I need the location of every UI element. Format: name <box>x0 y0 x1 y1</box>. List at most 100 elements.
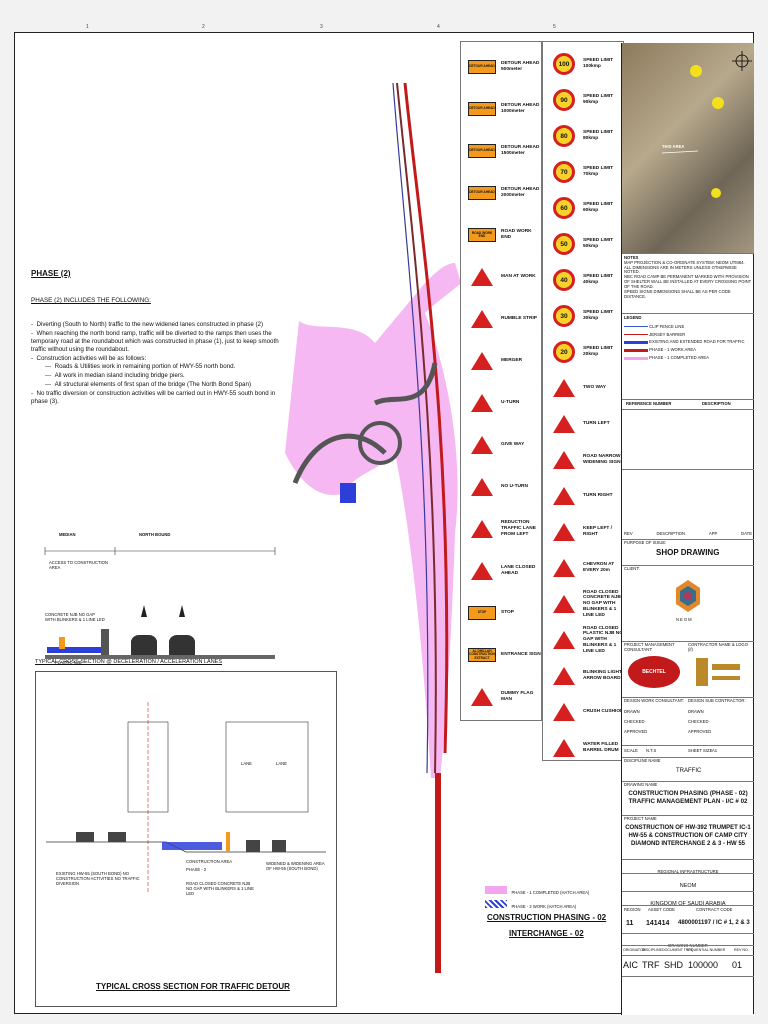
traffic-sign-icon <box>549 703 579 721</box>
speed-limit-sign-icon: 80 <box>549 125 579 147</box>
ruler-4: 4 <box>437 24 440 30</box>
barrier-label: CONCRETE NJB NO GAP WITH BLINKERS & 1 LI… <box>45 612 105 622</box>
sign-label: DETOUR AHEAD 2000meter <box>501 187 540 198</box>
north-bound-label: NORTH BOUND <box>139 532 171 537</box>
traffic-sign-icon <box>549 379 579 397</box>
sign-row-right: 20 SPEED LIMIT 20kmp <box>543 334 625 370</box>
sign-label: BLINKING LIGHT ARROW BOARD <box>583 670 622 681</box>
warning-board-icon: STOP <box>467 606 497 620</box>
sign-row-right: 50 SPEED LIMIT 50kmp <box>543 226 625 262</box>
traffic-sign-icon <box>549 487 579 505</box>
sign-label: DUMMY FLAG MAN <box>501 691 534 702</box>
phase-item: --- Roads & Utilities work in remaining … <box>45 363 236 371</box>
client-section: CLIENT: NEOM <box>622 565 754 641</box>
discipline-row: DISCIPLINE NAME TRAFFIC <box>622 757 754 781</box>
sign-row-right: TURN LEFT <box>543 406 625 442</box>
project-line-2: HW-55 & CONSTRUCTION OF CAMP CITY <box>628 833 748 840</box>
phase-item: - When reaching the north bond ramp, tra… <box>31 329 279 354</box>
traffic-sign-icon <box>549 451 579 469</box>
phase-item: - Diverting (South to North) traffic to … <box>31 321 264 328</box>
lane-label-1: LANE <box>241 761 252 766</box>
phase-list: - Diverting (South to North) traffic to … <box>31 321 283 406</box>
speed-limit-sign-icon: 50 <box>549 233 579 255</box>
lane-label-2: LANE <box>276 761 287 766</box>
phase1-legend: PHASE - 1 COMPLETED (HATCH AREA) <box>485 881 589 899</box>
warning-board-icon: AL DHILLAH CONSTRUCTION EXTRACT <box>467 648 497 662</box>
traffic-sign-icon <box>549 667 579 685</box>
sign-label: SPEED LIMIT 80kmp <box>583 130 614 141</box>
sign-label: ROAD CLOSED PLASTIC NJB NO GAP WITH BLIN… <box>583 625 623 654</box>
phase-item: - Construction activities will be as fol… <box>31 354 147 362</box>
phase-item: --- All work in median island including … <box>45 372 185 380</box>
ruler-1: 1 <box>86 24 89 30</box>
sign-row-right: KEEP LEFT / RIGHT <box>543 514 625 550</box>
kingdom-row: KINGDOM OF SAUDI ARABIA <box>622 891 754 907</box>
key-map-svg <box>661 51 752 198</box>
traffic-sign-icon <box>467 394 497 412</box>
project-line-1: CONSTRUCTION OF HW-392 TRUMPET IC-1 <box>625 825 751 831</box>
phase-intro: PHASE (2) INCLUDES THE FOLLOWING: <box>31 297 151 304</box>
sign-label: SPEED LIMIT 20kmp <box>583 346 614 357</box>
sign-label: SPEED LIMIT 40kmp <box>583 274 614 285</box>
sign-label: MERGER <box>501 358 523 364</box>
sign-row-left: GIVE WAY <box>461 424 543 466</box>
traffic-sign-icon <box>549 523 579 541</box>
sign-row-right: WATER FILLED BARREL DRUM <box>543 730 625 766</box>
speed-limit-sign-icon: 20 <box>549 341 579 363</box>
sign-label: TURN RIGHT <box>583 493 613 499</box>
sign-row-left: MERGER <box>461 340 543 382</box>
neom-logo-text: NEOM <box>676 617 693 622</box>
widened-label: WIDENED & WIDENING AREA OF HW-55 (SOUTH … <box>266 861 325 871</box>
sign-label: GIVE WAY <box>501 442 525 448</box>
warning-board-icon: DETOUR AHEAD <box>467 102 497 116</box>
code-aic: AIC <box>623 960 639 970</box>
code-labels-row: ORIGINATOR DISCIPLINE DOCUMENT TYPE SEQU… <box>622 945 754 955</box>
scale-row: SCALE N.T.S SHEET SIZE A1 <box>622 745 754 757</box>
sign-row-right: CHEVRON AT EVERY 20m <box>543 550 625 586</box>
drawing-name-row: DRAWING NAME CONSTRUCTION PHASING (PHASE… <box>622 781 754 815</box>
ruler-5: 5 <box>553 24 556 30</box>
sign-label: SPEED LIMIT 60kmp <box>583 202 614 213</box>
code-shd: SHD <box>664 960 684 970</box>
sign-label: U-TURN <box>501 400 520 406</box>
code-values-row: AIC TRF SHD 100000 01 <box>622 955 754 977</box>
sign-row-left: NO U-TURN <box>461 466 543 508</box>
design-section: DESIGN WORK CONSULTANT: DESIGN SUB CONTR… <box>622 697 754 745</box>
warning-board-icon: DETOUR AHEAD <box>467 186 497 200</box>
cross-section-2-svg <box>46 702 326 892</box>
speed-limit-sign-icon: 40 <box>549 269 579 291</box>
legend-section: LEGEND CLIP FENCE LINE JERSEY BARRIER EX… <box>622 313 754 399</box>
phase2-legend: PHASE - 2 WORK (HATCH AREA) <box>485 895 576 913</box>
interchange-title: INTERCHANGE - 02 <box>509 929 584 938</box>
traffic-sign-icon <box>467 268 497 286</box>
sign-row-left: MAN AT WORK <box>461 256 543 298</box>
drawing-title-2: TRAFFIC MANAGEMENT PLAN - I/C # 02 <box>628 798 748 806</box>
sign-label: ROAD CLOSED CONCRETE NJB NO GAP WITH BLI… <box>583 589 621 618</box>
speed-limit-sign-icon: 90 <box>549 89 579 111</box>
sign-label: SPEED LIMIT 50kmp <box>583 238 614 249</box>
cross-section-1-caption: TYPICAL CROSS SECTION @ DECELERATION / A… <box>35 659 223 665</box>
traffic-sign-icon <box>467 478 497 496</box>
traffic-sign-icon <box>467 310 497 328</box>
sign-label: SPEED LIMIT 30kmp <box>583 310 614 321</box>
traffic-sign-icon <box>467 520 497 538</box>
traffic-sign-icon <box>467 562 497 580</box>
sign-label: ROAD NARROW WIDENING SIGN <box>583 454 621 465</box>
road-closed-label: ROAD CLOSED CONCRETE NJB NO GAP WITH BLI… <box>186 881 254 896</box>
traffic-sign-icon <box>549 631 579 649</box>
revision-area: REV DESCRIPTION APP DATE <box>622 469 754 539</box>
sign-label: TWO WAY <box>583 385 607 391</box>
sign-label: SPEED LIMIT 70kmp <box>583 166 614 177</box>
speed-limit-sign-icon: 30 <box>549 305 579 327</box>
traffic-sign-icon <box>467 352 497 370</box>
